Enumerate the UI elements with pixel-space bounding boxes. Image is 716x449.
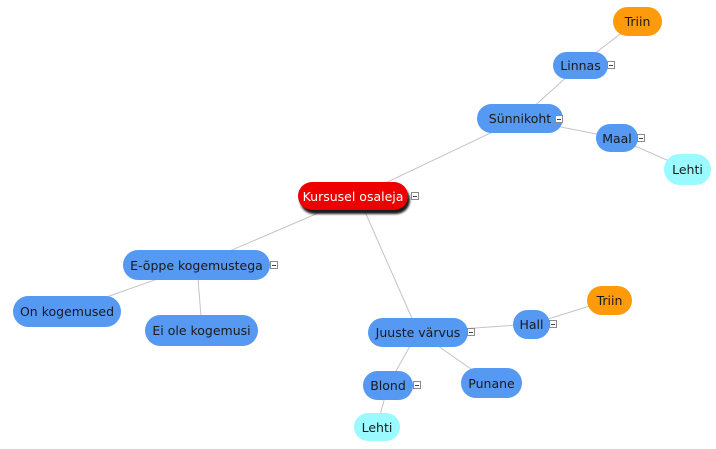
node-maal[interactable]: Maal [596,124,638,152]
collapse-toggle-blond[interactable] [413,381,421,389]
node-on-kogemused[interactable]: On kogemused [13,296,121,327]
node-sunnikoht[interactable]: Sünnikoht [477,104,563,133]
node-lehti-top[interactable]: Lehti [664,154,711,185]
node-e-oppe-kogemustega[interactable]: E-õppe kogemustega [123,250,270,280]
node-linnas[interactable]: Linnas [553,52,608,79]
collapse-toggle-hall[interactable] [549,320,557,328]
node-blond[interactable]: Blond [363,371,413,400]
edge-root-juuste [357,195,419,333]
node-juuste-varvus[interactable]: Juuste värvus [368,318,468,347]
collapse-toggle-linnas[interactable] [607,61,615,69]
node-ei-ole-kogemusi[interactable]: Ei ole kogemusi [145,315,258,346]
node-lehti-bottom[interactable]: Lehti [354,413,400,441]
node-kursusel-osaleja[interactable]: Kursusel osaleja [298,182,408,210]
node-triin-bottom[interactable]: Triin [587,286,632,315]
node-hall[interactable]: Hall [513,310,550,339]
node-triin-top[interactable]: Triin [613,7,662,36]
collapse-toggle-juuste-varvus[interactable] [467,328,475,336]
collapse-toggle-e-oppe-kogemustega[interactable] [270,261,278,269]
collapse-toggle-maal[interactable] [637,134,645,142]
collapse-toggle-kursusel-osaleja[interactable] [411,192,419,200]
collapse-toggle-sunnikoht[interactable] [555,115,563,123]
node-punane[interactable]: Punane [461,368,522,398]
